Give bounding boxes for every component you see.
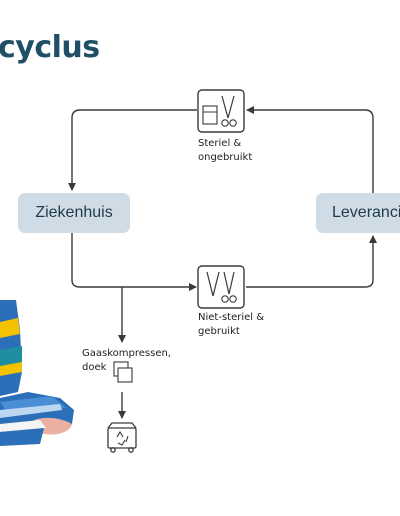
recycling-bin-icon <box>107 422 137 453</box>
page-title: cyclus <box>0 30 100 65</box>
cycle-arrows <box>68 106 377 419</box>
scissors-forceps-icon <box>197 265 245 309</box>
nonsterile-label: Niet-steriel & gebruikt <box>198 312 265 337</box>
supplier-node: Leverancier <box>316 193 400 233</box>
gauze-icon <box>113 361 133 383</box>
sterile-label: Steriel & ongebruikt <box>198 138 253 163</box>
instruments-in-package-icon <box>197 89 245 133</box>
hospital-node: Ziekenhuis <box>18 193 130 233</box>
patient-feet-illustration <box>0 300 74 446</box>
gauze-label: Gaaskompressen, doek <box>82 348 171 373</box>
